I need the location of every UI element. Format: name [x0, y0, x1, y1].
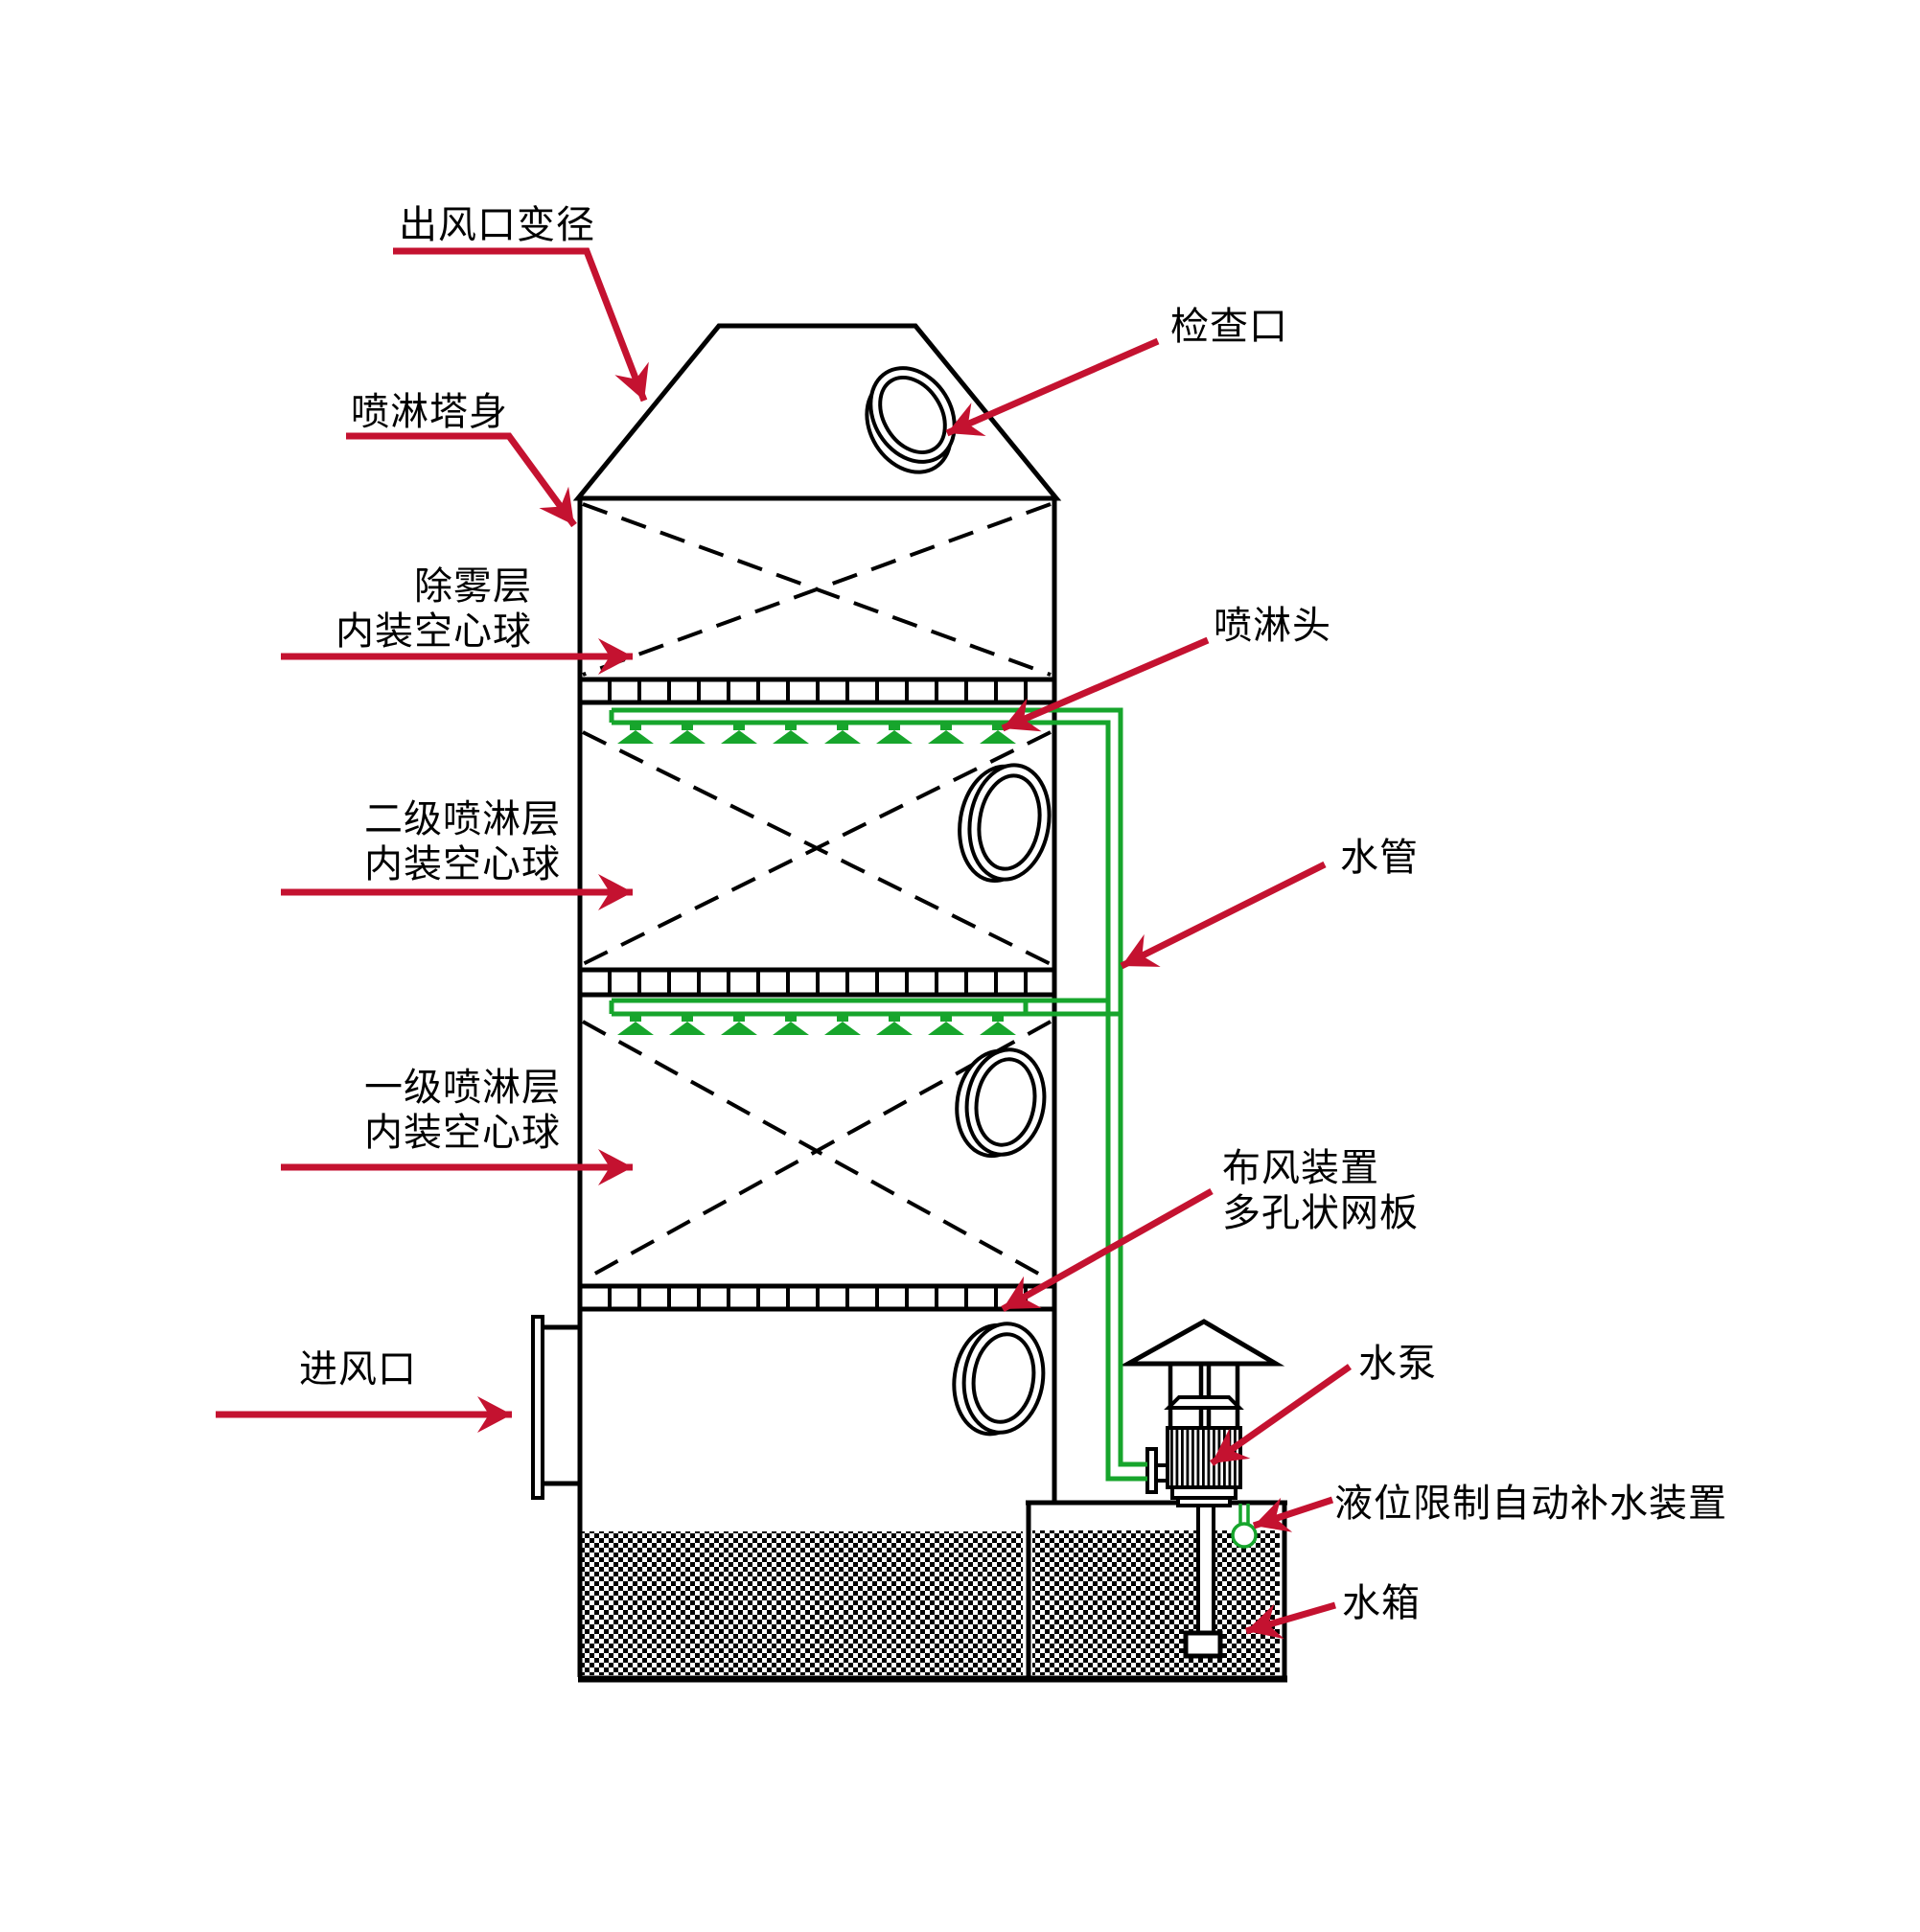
- pump-inlet-stub: [1154, 1463, 1169, 1483]
- arrow-air-distributor: [1001, 1187, 1214, 1313]
- primary-section-port: [955, 1047, 1047, 1159]
- pump-suction-pipe: [1183, 1503, 1223, 1659]
- label-water-pipe: 水管: [1340, 837, 1419, 879]
- label-spray-head: 喷淋头: [1214, 605, 1331, 647]
- arrow-auto-refill: [1252, 1496, 1334, 1532]
- pump-rain-hat: [1119, 1319, 1285, 1367]
- label-tower-body: 喷淋塔身: [351, 391, 508, 433]
- pump-motor-body: [1166, 1426, 1242, 1489]
- label-auto-refill: 液位限制自动补水装置: [1334, 1483, 1727, 1525]
- secondary-section-port: [958, 763, 1052, 884]
- secondary-packing-x: [582, 730, 1052, 966]
- label-air-distributor-line2: 多孔状网板: [1222, 1192, 1419, 1234]
- label-air-inlet: 进风口: [299, 1348, 417, 1391]
- spray-nozzles: [617, 723, 1016, 1035]
- label-demist-line2: 内装空心球: [335, 610, 532, 653]
- riser-outer-pipe: [612, 707, 1147, 1467]
- level-float-device: [1231, 1504, 1258, 1549]
- outlet-reducer-cone: [572, 323, 1062, 501]
- tank-water-right: [1032, 1530, 1280, 1675]
- arrow-spray-head: [1001, 636, 1210, 732]
- water-tank: [578, 1500, 1287, 1683]
- label-primary-spray: 一级喷淋层 内装空心球: [359, 1066, 561, 1156]
- packing-sections: [582, 502, 1052, 1282]
- inlet-box-port: [952, 1322, 1046, 1437]
- label-water-pump: 水泵: [1358, 1343, 1437, 1385]
- label-secondary-line1: 二级喷淋层: [364, 798, 561, 840]
- arrow-tower-body: [346, 432, 577, 528]
- spray-nozzle-row-2: [617, 1014, 1016, 1035]
- pump-base-lower: [1176, 1496, 1232, 1507]
- tray-2: [580, 967, 1054, 998]
- suction-pipe-walls: [1196, 1503, 1215, 1633]
- water-pump-assembly: [1119, 1319, 1285, 1507]
- arrow-water-pump: [1209, 1364, 1353, 1466]
- demist-packing-x: [582, 502, 1052, 677]
- arrow-outlet-reducer: [393, 247, 649, 402]
- suction-pipe-body: [1198, 1503, 1214, 1635]
- pump-support-columns: [1168, 1364, 1240, 1428]
- inlet-flange-plate: [531, 1315, 544, 1500]
- float-stem: [1238, 1504, 1250, 1524]
- label-secondary-spray: 二级喷淋层 内装空心球: [359, 797, 561, 887]
- label-outlet-reducer: 出风口变径: [399, 204, 595, 246]
- air-inlet-flange: [531, 1315, 580, 1500]
- tray-3-air-distributor: [580, 1283, 1054, 1312]
- label-demist-layer: 除雾层 内装空心球: [331, 564, 532, 655]
- label-air-distributor-line1: 布风装置: [1222, 1147, 1379, 1189]
- label-air-distributor: 布风装置 多孔状网板: [1222, 1146, 1419, 1236]
- foot-valve: [1183, 1630, 1223, 1659]
- float-ball: [1231, 1522, 1258, 1549]
- label-inspection-port: 检查口: [1170, 306, 1288, 348]
- spray-nozzle-row-1: [617, 723, 1016, 744]
- arrow-water-tank: [1245, 1601, 1336, 1640]
- label-primary-line1: 一级喷淋层: [364, 1067, 561, 1109]
- tray-1: [580, 677, 1054, 705]
- riser-inner-pipe: [612, 720, 1147, 1482]
- label-secondary-line2: 内装空心球: [364, 843, 561, 886]
- inlet-duct-stub: [543, 1324, 580, 1486]
- spray-water-piping: [609, 707, 1147, 1482]
- label-demist-line1: 除雾层: [414, 565, 532, 608]
- label-primary-line2: 内装空心球: [364, 1112, 561, 1154]
- access-ports: [865, 366, 1052, 1437]
- tank-water-main: [582, 1531, 1023, 1675]
- roof-inspection-port: [865, 366, 957, 474]
- support-trays: [580, 677, 1054, 1312]
- annotation-arrows: [216, 247, 1353, 1640]
- arrow-water-pipe: [1120, 861, 1327, 970]
- arrow-inspection-port: [945, 337, 1160, 437]
- label-water-tank: 水箱: [1342, 1582, 1421, 1624]
